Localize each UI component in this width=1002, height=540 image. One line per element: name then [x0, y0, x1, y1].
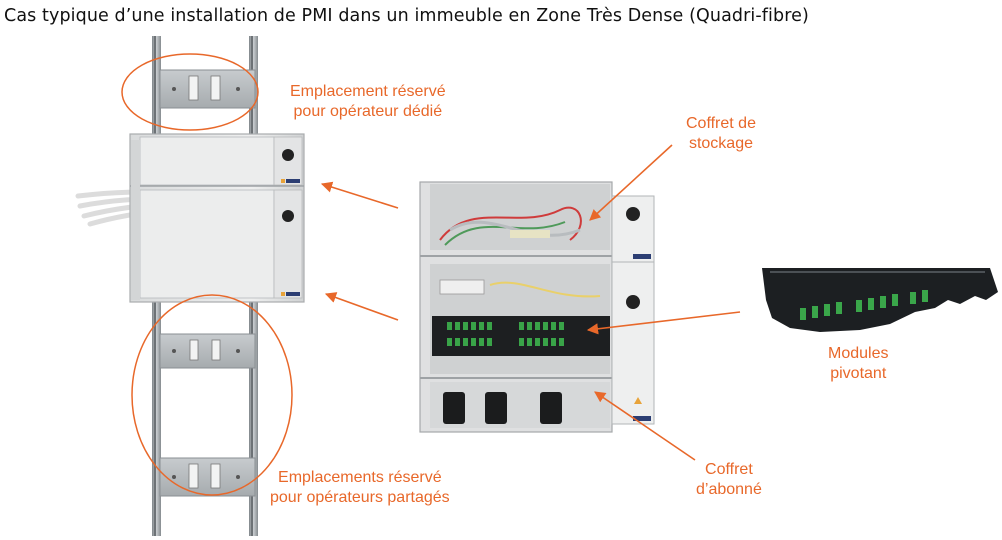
- reserved-slot-ellipse: [121, 53, 259, 131]
- label-line: pivotant: [830, 365, 887, 382]
- arrow-storage-to-upper-box: [320, 181, 399, 209]
- label-subscriber-box: Coffret d’abonné: [696, 460, 762, 500]
- label-reserved-dedicated: Emplacement réservé pour opérateur dédié: [290, 82, 446, 122]
- page-title: Cas typique d’une installation de PMI da…: [4, 6, 809, 26]
- pmi-cabinet: [129, 133, 305, 303]
- label-line: Coffret: [705, 461, 753, 478]
- arrow-modules-label: [586, 311, 741, 335]
- label-line: Emplacements réservé: [278, 469, 442, 486]
- callout-arrows: [320, 144, 741, 461]
- label-pivoting-modules: Modules pivotant: [828, 344, 888, 384]
- label-line: pour opérateur dédié: [293, 103, 443, 120]
- arrow-storage-label: [589, 144, 673, 221]
- bottom-mounting-plate: [159, 457, 256, 497]
- middle-mounting-plate: [159, 333, 256, 369]
- open-cabinet: [419, 181, 655, 433]
- label-line: stockage: [688, 135, 753, 152]
- label-line: Modules: [828, 345, 889, 362]
- top-mounting-plate: [159, 69, 256, 109]
- label-storage-box: Coffret de stockage: [686, 114, 756, 154]
- shared-slots-ellipse: [131, 294, 293, 496]
- label-line: pour opérateurs partagés: [270, 489, 450, 506]
- arrow-subscriber-to-lower-box: [324, 292, 399, 321]
- pivoting-module: [762, 268, 998, 332]
- label-line: Emplacement réservé: [290, 83, 446, 100]
- label-shared-slots: Emplacements réservé pour opérateurs par…: [270, 468, 450, 508]
- label-line: d’abonné: [696, 481, 762, 498]
- label-line: Coffret de: [686, 115, 756, 132]
- arrow-subscriber-label: [594, 391, 696, 461]
